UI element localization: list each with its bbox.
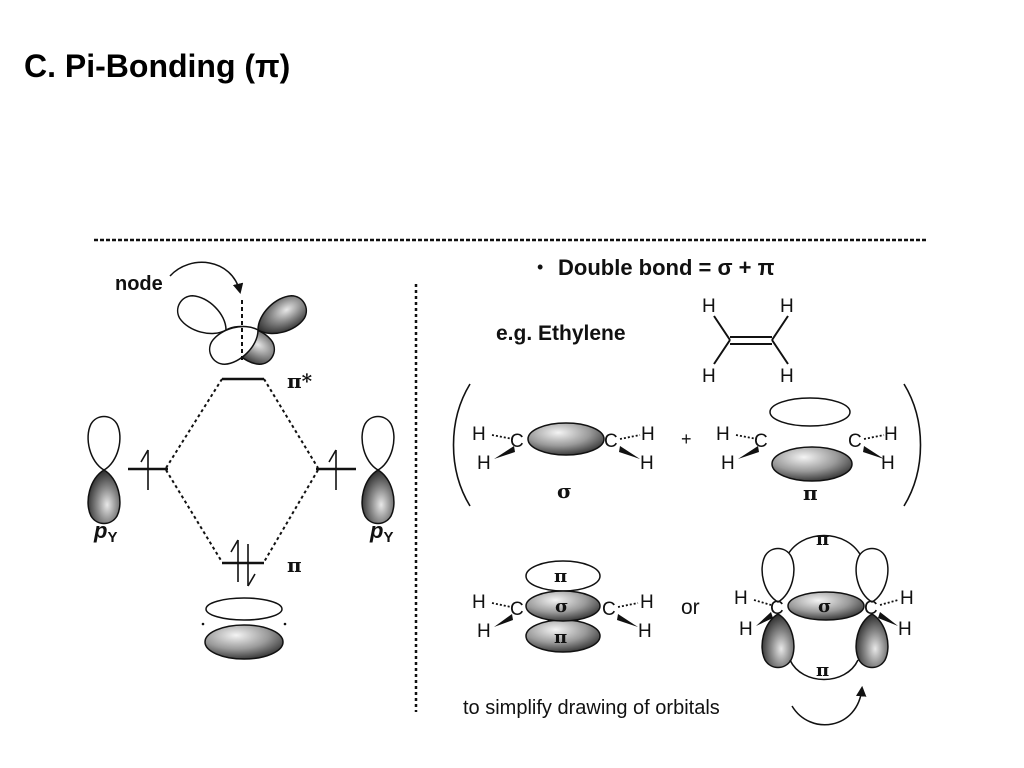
svg-text:σ: σ	[818, 596, 831, 617]
double-bond-heading: Double bond = σ + π	[558, 255, 775, 280]
svg-text:H: H	[739, 619, 753, 640]
svg-text:H: H	[472, 592, 486, 613]
left-py-label: pY	[93, 518, 117, 546]
pi-bonding-orbital	[201, 597, 287, 660]
svg-text:H: H	[884, 424, 898, 445]
example-label: e.g. Ethylene	[496, 322, 626, 345]
pi-label: π	[287, 553, 302, 577]
double-bond-panel: • Double bond = σ + π e.g. Ethylene H H …	[452, 255, 922, 726]
combined-orbital-1: π π σ H H C C H H	[472, 560, 654, 653]
svg-text:σ: σ	[555, 596, 568, 617]
svg-text:H: H	[780, 296, 794, 317]
svg-text:C: C	[510, 599, 524, 620]
pi-star-orbital	[170, 288, 314, 372]
svg-text:C: C	[864, 598, 878, 619]
right-parenthesis	[903, 383, 922, 507]
svg-text:H: H	[702, 366, 716, 387]
svg-text:H: H	[900, 588, 914, 609]
combined-orbital-2: π σ C C H H H H π	[734, 529, 914, 681]
svg-text:C: C	[604, 431, 618, 452]
svg-text:C: C	[754, 431, 768, 452]
sigma-bond-orbital: H H C C H H σ	[472, 422, 655, 503]
ethylene-structure: H H H H	[702, 296, 794, 387]
svg-text:H: H	[734, 588, 748, 609]
pi-bond-label: π	[803, 481, 818, 505]
simplify-arrow	[791, 685, 867, 726]
svg-text:H: H	[641, 424, 655, 445]
svg-text:H: H	[640, 592, 654, 613]
mo-diagram: node π*	[87, 261, 395, 660]
right-py-orbital	[361, 415, 395, 525]
svg-text:H: H	[721, 453, 735, 474]
left-parenthesis	[452, 383, 471, 507]
svg-text:C: C	[848, 431, 862, 452]
simplify-note: to simplify drawing of orbitals	[463, 697, 720, 719]
svg-text:C: C	[602, 599, 616, 620]
svg-text:π: π	[816, 529, 829, 550]
svg-text:H: H	[702, 296, 716, 317]
svg-text:H: H	[780, 366, 794, 387]
svg-text:π: π	[554, 627, 567, 648]
svg-text:H: H	[477, 621, 491, 642]
bullet: •	[537, 257, 543, 277]
left-py-orbital	[87, 415, 121, 525]
svg-text:H: H	[638, 621, 652, 642]
svg-text:C: C	[510, 431, 524, 452]
svg-text:π: π	[554, 566, 567, 587]
pi-star-label: π*	[287, 369, 313, 393]
node-arrow	[169, 261, 244, 295]
svg-text:H: H	[898, 619, 912, 640]
svg-text:C: C	[770, 598, 784, 619]
pi-bond-orbital: H H C C H H π	[716, 397, 898, 505]
or-label: or	[681, 596, 700, 619]
plus-sign: +	[681, 429, 692, 449]
svg-text:H: H	[881, 453, 895, 474]
slide-title: C. Pi-Bonding (π)	[24, 48, 291, 84]
svg-text:π: π	[816, 660, 829, 681]
svg-text:H: H	[472, 424, 486, 445]
svg-text:H: H	[640, 453, 654, 474]
svg-text:H: H	[477, 453, 491, 474]
sigma-label: σ	[557, 479, 572, 503]
right-py-label: pY	[369, 518, 393, 546]
svg-text:H: H	[716, 424, 730, 445]
node-label: node	[115, 273, 163, 295]
